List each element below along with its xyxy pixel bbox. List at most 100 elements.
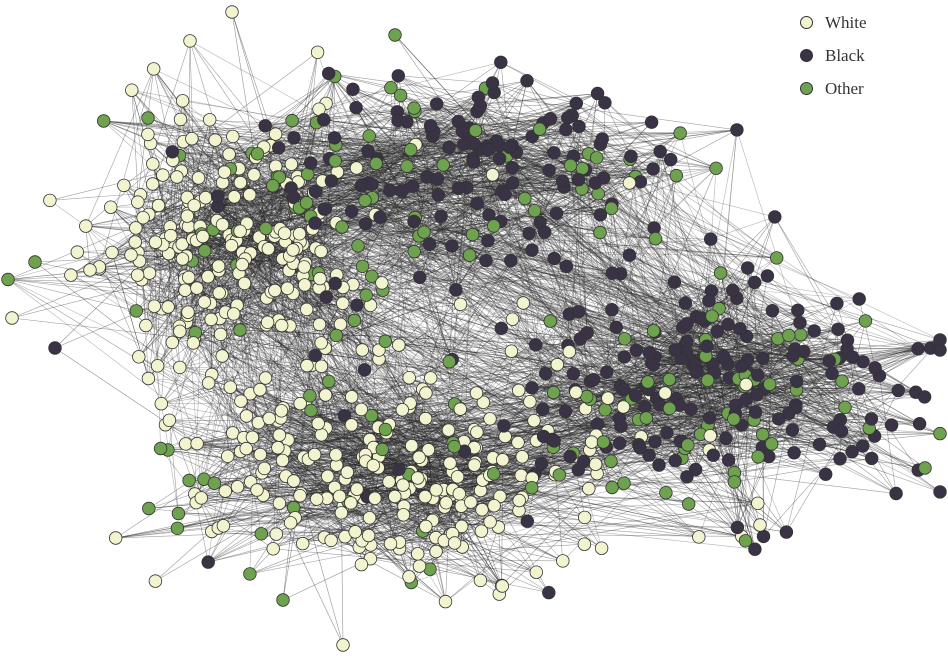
edge	[475, 128, 540, 131]
edge	[261, 456, 363, 474]
edge	[168, 253, 173, 343]
edge	[136, 181, 299, 312]
edge	[179, 326, 380, 360]
black-node	[756, 529, 771, 544]
edge	[417, 543, 585, 555]
white-node	[753, 518, 767, 532]
other-node	[347, 313, 362, 328]
other-node	[266, 178, 280, 193]
edge	[778, 347, 931, 420]
white-node	[496, 453, 510, 467]
white-node	[175, 252, 190, 266]
white-node	[198, 190, 213, 205]
other-node	[362, 129, 376, 143]
white-node	[272, 428, 287, 442]
edge	[839, 427, 870, 459]
white-node	[348, 525, 362, 539]
black-node	[748, 405, 763, 419]
white-node	[523, 395, 537, 409]
edge	[512, 167, 636, 177]
edge	[265, 185, 362, 229]
other-node	[243, 567, 257, 581]
black-node	[600, 365, 614, 379]
black-node	[751, 368, 765, 382]
edge	[329, 127, 470, 159]
white-node	[215, 217, 230, 232]
black-node	[791, 303, 805, 318]
black-node	[646, 162, 660, 176]
white-node	[258, 371, 273, 385]
white-node	[314, 336, 328, 350]
white-node	[562, 345, 577, 359]
edge	[649, 387, 916, 393]
white-node	[43, 193, 57, 208]
white-node	[185, 131, 199, 146]
black-node	[911, 342, 925, 356]
edge	[414, 152, 555, 252]
edge	[230, 168, 247, 417]
white-node	[233, 175, 248, 190]
white-node	[268, 283, 282, 298]
black-node	[345, 204, 359, 219]
edge	[582, 151, 661, 169]
white-node	[283, 516, 298, 530]
edge	[203, 426, 379, 480]
edge	[201, 497, 499, 528]
black-node	[622, 248, 637, 262]
black-node	[588, 176, 603, 190]
edge	[588, 93, 598, 154]
other-node	[129, 304, 144, 318]
black-node	[865, 451, 879, 466]
edge	[771, 443, 826, 475]
other-node	[417, 225, 431, 239]
white-node	[239, 441, 253, 456]
edge	[339, 496, 481, 581]
black-node	[358, 217, 373, 231]
black-node	[536, 402, 550, 417]
white-node	[139, 318, 153, 333]
edge	[361, 409, 519, 443]
edge	[161, 377, 266, 404]
black-node	[522, 226, 536, 241]
edge	[85, 225, 171, 236]
black-node	[48, 341, 62, 355]
other-node	[763, 377, 777, 392]
white-node	[245, 430, 260, 445]
edge	[280, 417, 689, 505]
legend-item-black: Black	[800, 39, 867, 72]
edge	[874, 390, 899, 437]
edge	[70, 167, 239, 276]
white-node	[703, 429, 718, 443]
black-node	[272, 141, 286, 155]
edge	[168, 262, 294, 308]
white-node	[588, 457, 603, 471]
black-node	[689, 365, 704, 379]
white-node	[150, 359, 165, 373]
other-node	[378, 334, 393, 349]
edge	[315, 144, 464, 192]
edge	[209, 119, 217, 202]
black-node	[628, 388, 643, 403]
white-node	[286, 243, 300, 257]
black-node	[721, 453, 736, 467]
edge	[763, 339, 941, 537]
edge	[426, 168, 654, 178]
black-node	[756, 351, 770, 366]
edge	[290, 473, 535, 524]
white-node	[418, 489, 432, 504]
white-node	[516, 296, 531, 310]
edge	[705, 339, 840, 359]
black-node	[571, 172, 586, 187]
white-node	[329, 448, 343, 462]
edge	[681, 358, 692, 410]
other-node	[593, 225, 607, 240]
white-node	[186, 336, 201, 350]
black-node	[392, 462, 406, 477]
edge	[469, 122, 544, 129]
edge	[217, 188, 583, 207]
edge	[531, 387, 726, 439]
other-node	[701, 373, 715, 388]
edge	[279, 434, 500, 595]
white-node	[739, 377, 753, 392]
edge	[368, 535, 446, 602]
